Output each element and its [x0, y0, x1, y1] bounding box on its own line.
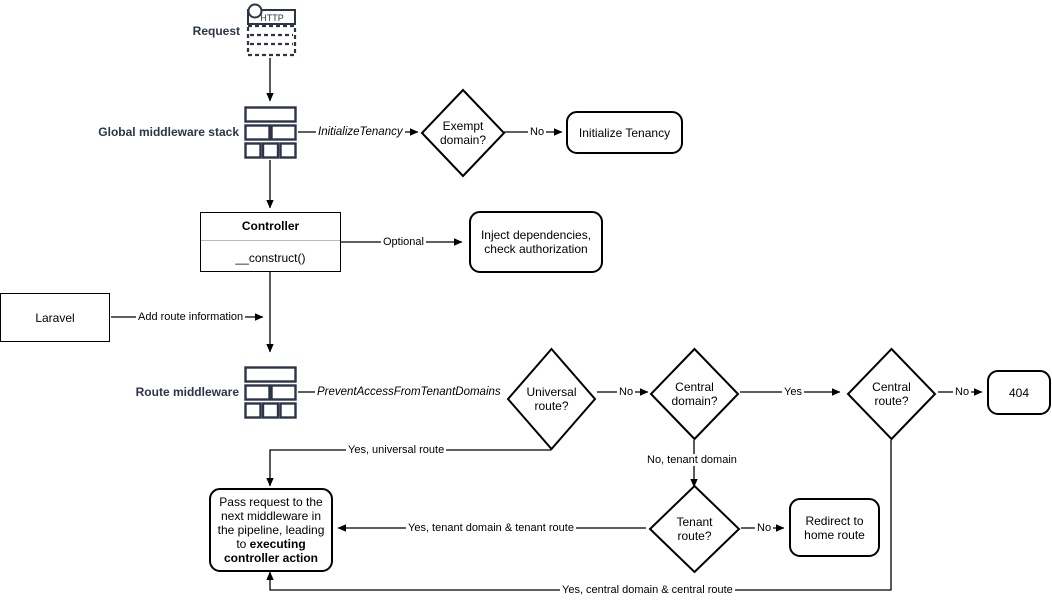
edge-label-exempt-no: No	[528, 126, 547, 138]
node-pass-request[interactable]: Pass request to the next middleware in t…	[209, 488, 333, 572]
edge-label-prevent-access: PreventAccessFromTenantDomains	[315, 386, 503, 398]
edge-label-yes-central-domain-central-route: Yes, central domain & central route	[560, 584, 735, 596]
edge-label-central-domain-yes: Yes	[782, 386, 804, 398]
node-pass-request-label: Pass request to the next middleware in t…	[217, 495, 325, 565]
edge-label-universal-no: No	[617, 386, 636, 398]
node-laravel[interactable]: Laravel	[0, 293, 110, 342]
edge-label-no-tenant-domain: No, tenant domain	[645, 454, 739, 466]
edge-label-tenant-route-no: No	[755, 522, 774, 534]
edge-label-initialize-tenancy: InitializeTenancy	[316, 126, 405, 138]
edge-label-central-route-no: No	[953, 386, 972, 398]
node-controller-title: Controller	[201, 213, 340, 241]
http-request-icon: HTTP	[243, 2, 299, 58]
node-inject-dependencies[interactable]: Inject dependencies,check authorization	[469, 211, 603, 273]
node-controller[interactable]: Controller __construct()	[200, 212, 341, 272]
node-pass-request-bold: executing controller action	[223, 537, 318, 565]
http-icon-text: HTTP	[260, 13, 284, 23]
node-initialize-tenancy-label: Initialize Tenancy	[578, 125, 671, 140]
edge-label-add-route-information: Add route information	[136, 311, 246, 323]
node-initialize-tenancy[interactable]: Initialize Tenancy	[566, 111, 683, 154]
label-request: Request	[192, 24, 240, 38]
label-route-middleware: Route middleware	[135, 385, 239, 399]
edge-label-yes-universal-route: Yes, universal route	[346, 444, 447, 456]
middleware-stack-icon-route	[244, 366, 297, 419]
node-404[interactable]: 404	[987, 370, 1051, 415]
label-global-middleware-stack: Global middleware stack	[98, 125, 239, 139]
edge-label-optional: Optional	[381, 236, 426, 248]
node-controller-method: __construct()	[235, 251, 306, 265]
node-inject-dependencies-label: Inject dependencies,check authorization	[480, 228, 592, 256]
node-pass-request-plain: Pass request to the next middleware in t…	[217, 495, 325, 551]
edge-label-yes-tenant-domain-tenant-route: Yes, tenant domain & tenant route	[406, 522, 576, 534]
node-laravel-label: Laravel	[35, 310, 75, 325]
node-404-label: 404	[1008, 385, 1030, 400]
middleware-stack-icon-global	[244, 106, 297, 159]
